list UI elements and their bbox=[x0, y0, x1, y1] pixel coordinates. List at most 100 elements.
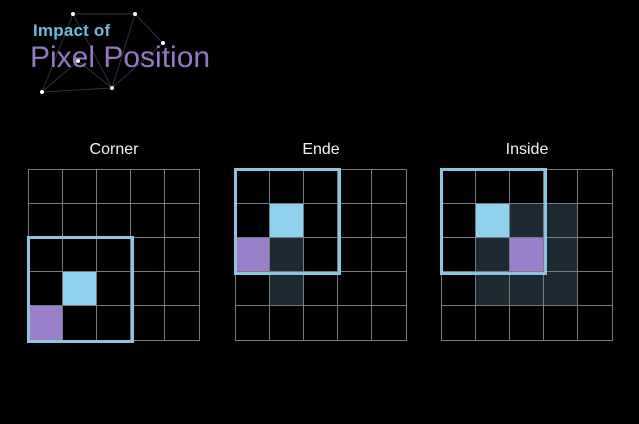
grid-cell bbox=[578, 204, 612, 238]
grid-cell bbox=[544, 170, 578, 204]
constellation-node bbox=[71, 12, 75, 16]
grid-cell bbox=[304, 238, 338, 272]
grid-cell bbox=[442, 170, 476, 204]
pixel-grid-ende bbox=[234, 168, 407, 341]
grid-cell-shaded bbox=[270, 238, 304, 272]
panel-corner: Corner bbox=[27, 140, 200, 343]
grid-cell bbox=[304, 170, 338, 204]
grid-cell bbox=[372, 272, 406, 306]
grid-cell bbox=[236, 272, 270, 306]
constellation-edge bbox=[41, 87, 113, 93]
grid-cell bbox=[236, 306, 270, 340]
grid-cell bbox=[442, 238, 476, 272]
constellation-edge bbox=[41, 60, 79, 93]
grid-cell bbox=[165, 170, 199, 204]
grid-label-inside: Inside bbox=[505, 141, 549, 158]
title-kicker: Impact of bbox=[33, 21, 111, 40]
grid-cell bbox=[165, 306, 199, 340]
grid-cell bbox=[544, 306, 578, 340]
grid-cell bbox=[338, 238, 372, 272]
grid-label-ende: Ende bbox=[302, 141, 340, 158]
grid-cell bbox=[578, 170, 612, 204]
grid-cell bbox=[63, 204, 97, 238]
grid-cell bbox=[165, 204, 199, 238]
grid-cell bbox=[63, 238, 97, 272]
grid-cell bbox=[372, 170, 406, 204]
grid-cell bbox=[97, 306, 131, 340]
constellation-edge bbox=[77, 60, 113, 89]
constellation-edge bbox=[134, 13, 164, 44]
grid-cell-center bbox=[270, 204, 304, 238]
pixel-grid-corner bbox=[27, 169, 200, 343]
grid-cell bbox=[372, 306, 406, 340]
grid-cell bbox=[304, 204, 338, 238]
grid-cell-pixel bbox=[510, 238, 544, 272]
constellation-node bbox=[76, 59, 80, 63]
grid-cell bbox=[578, 272, 612, 306]
grid-cell bbox=[29, 170, 63, 204]
grid-cell-shaded bbox=[510, 204, 544, 238]
grid-cell-shaded bbox=[476, 238, 510, 272]
grid-cell bbox=[97, 272, 131, 306]
constellation-edge bbox=[72, 13, 113, 89]
grid-cell bbox=[131, 272, 165, 306]
grid-cell bbox=[510, 306, 544, 340]
grid-cell bbox=[63, 306, 97, 340]
constellation-node bbox=[40, 90, 44, 94]
grid-cell bbox=[304, 306, 338, 340]
grid-cell bbox=[304, 272, 338, 306]
grid-cell bbox=[270, 306, 304, 340]
grid-cell bbox=[476, 170, 510, 204]
grid-cell bbox=[63, 170, 97, 204]
grid-cell bbox=[165, 238, 199, 272]
constellation-graphic bbox=[40, 12, 165, 94]
grid-cell-pixel bbox=[29, 306, 63, 340]
pixel-grid-inside bbox=[440, 168, 613, 341]
grid-cell bbox=[372, 204, 406, 238]
grid-cell-pixel bbox=[236, 238, 270, 272]
grid-cell bbox=[97, 204, 131, 238]
grid-cell-shaded bbox=[510, 272, 544, 306]
grid-cell bbox=[131, 204, 165, 238]
grid-cell bbox=[131, 238, 165, 272]
grid-cell-shaded bbox=[270, 272, 304, 306]
grid-cell bbox=[578, 238, 612, 272]
grid-cell bbox=[97, 238, 131, 272]
grid-cell-shaded bbox=[476, 272, 510, 306]
constellation-edge bbox=[111, 42, 164, 89]
grid-cell bbox=[338, 170, 372, 204]
page-title: Pixel Position bbox=[30, 41, 211, 74]
grid-cell bbox=[131, 170, 165, 204]
grid-cell-shaded bbox=[544, 238, 578, 272]
grid-cell bbox=[97, 170, 131, 204]
constellation-node bbox=[161, 41, 165, 45]
grid-cell bbox=[338, 306, 372, 340]
grid-cell bbox=[236, 170, 270, 204]
grid-cell bbox=[29, 204, 63, 238]
grid-cell bbox=[372, 238, 406, 272]
grid-cell bbox=[476, 306, 510, 340]
constellation-node bbox=[133, 12, 137, 16]
grid-cell-shaded bbox=[544, 204, 578, 238]
grid-cell bbox=[578, 306, 612, 340]
constellation-node bbox=[110, 86, 114, 90]
grid-cell-shaded bbox=[544, 272, 578, 306]
grid-cell bbox=[510, 170, 544, 204]
grid-cell bbox=[131, 306, 165, 340]
grid-cell bbox=[442, 272, 476, 306]
grid-cell bbox=[338, 204, 372, 238]
grid-label-corner: Corner bbox=[89, 141, 139, 158]
grid-cell bbox=[270, 170, 304, 204]
grid-cell bbox=[442, 306, 476, 340]
grid-cell bbox=[442, 204, 476, 238]
grid-cell-center bbox=[476, 204, 510, 238]
grid-cell bbox=[236, 204, 270, 238]
panel-inside: Inside bbox=[440, 140, 613, 341]
grid-cell bbox=[338, 272, 372, 306]
panel-ende: Ende bbox=[234, 140, 407, 341]
constellation-edge bbox=[41, 13, 74, 93]
grid-cell-center bbox=[63, 272, 97, 306]
constellation-edge bbox=[111, 13, 136, 89]
grid-cell bbox=[29, 238, 63, 272]
